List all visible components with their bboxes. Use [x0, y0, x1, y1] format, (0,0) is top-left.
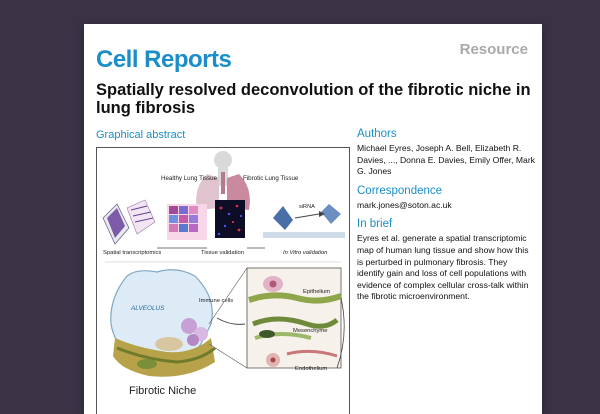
immune-cells-icon — [181, 318, 208, 346]
authors-heading: Authors — [357, 128, 397, 140]
label-healthy-lung: Healthy Lung Tissue — [161, 175, 218, 182]
spatial-slide-icon — [102, 199, 156, 245]
label-fibrotic-niche: Fibrotic Niche — [129, 385, 196, 397]
graphical-abstract-heading: Graphical abstract — [96, 129, 186, 141]
side-panel: Authors Michael Eyres, Joseph A. Bell, E… — [357, 128, 535, 310]
article-type: Resource — [459, 41, 528, 58]
label-invitro-validation: In Vitro validation — [283, 250, 327, 256]
authors-list: Michael Eyres, Joseph A. Bell, Elizabeth… — [357, 143, 535, 177]
invitro-cells-icon — [263, 204, 345, 238]
mesenchyme-cells-icon — [252, 316, 339, 340]
paper-page: Cell Reports Resource Spatially resolved… — [84, 24, 542, 414]
endothelium-cell-icon — [266, 349, 338, 367]
graphical-abstract-illustration: Healthy Lung Tissue Fibrotic Lung Tissue — [102, 151, 345, 397]
label-tissue-validation: Tissue validation — [201, 250, 244, 256]
label-fibrotic-lung: Fibrotic Lung Tissue — [243, 175, 299, 182]
in-brief-text: Eyres et al. generate a spatial transcri… — [357, 233, 529, 302]
tissue-validation-image — [215, 200, 245, 238]
journal-name: Cell Reports — [96, 46, 232, 73]
label-alveolus: ALVEOLUS — [130, 305, 165, 312]
label-endothelium: Endothelium — [295, 366, 327, 372]
epithelium-cell-icon — [248, 276, 343, 304]
label-immune-cells: Immune cells — [199, 298, 233, 304]
label-epithelium: Epithelium — [303, 289, 330, 295]
label-spatial-transcriptomics: Spatial transcriptomics — [103, 250, 161, 256]
graphical-abstract-figure: Healthy Lung Tissue Fibrotic Lung Tissue — [96, 147, 350, 414]
correspondence-heading: Correspondence — [357, 184, 443, 197]
label-mesenchyme: Mesenchyme — [293, 328, 327, 334]
article-title: Spatially resolved deconvolution of the … — [96, 81, 531, 117]
in-brief-heading: In brief — [357, 218, 393, 231]
alveolus-illustration — [110, 269, 216, 377]
label-sirna: siRNA — [299, 204, 315, 210]
heatmap-icon — [167, 204, 207, 240]
correspondence-email[interactable]: mark.jones@soton.ac.uk — [357, 199, 452, 210]
